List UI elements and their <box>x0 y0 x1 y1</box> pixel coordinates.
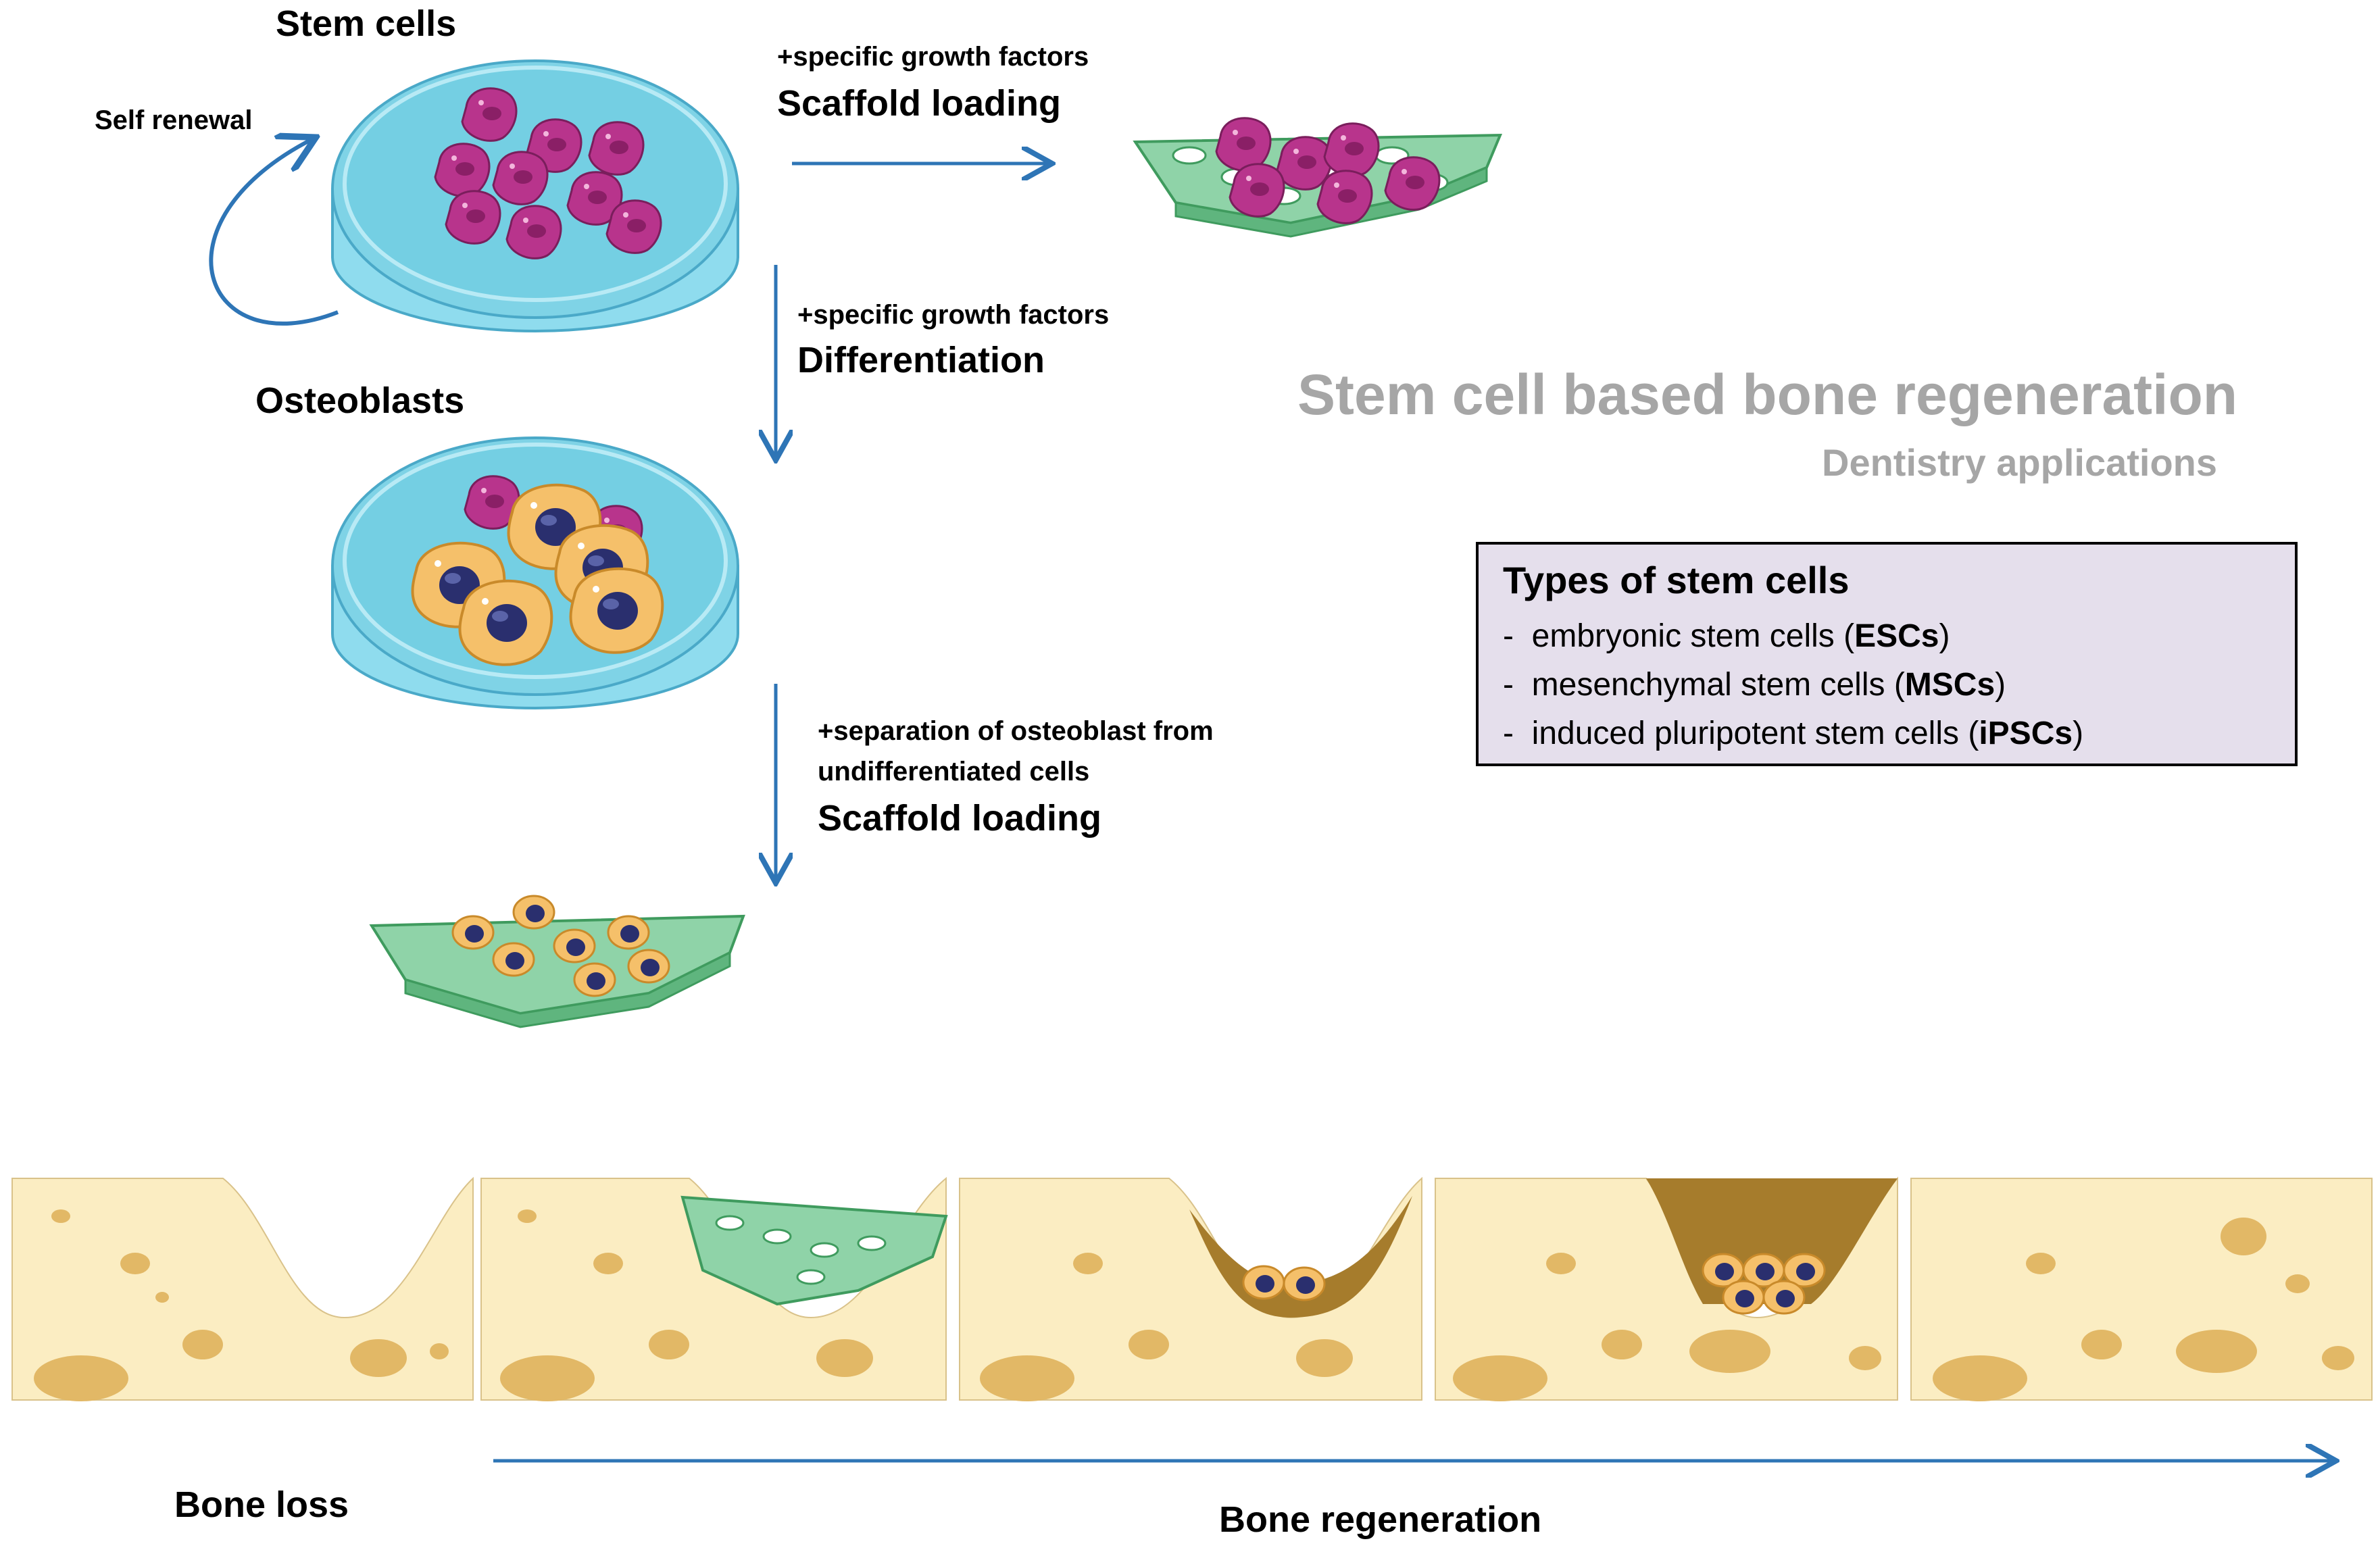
types-item-abbr: MSCs <box>1904 667 1995 703</box>
scaffold-loading-label-2: Scaffold loading <box>818 798 1102 838</box>
types-item-close: ) <box>1995 667 2006 703</box>
bone-panel-4 <box>1435 1176 1898 1401</box>
types-item-ipsc: - induced pluripotent stem cells (iPSCs) <box>1503 715 2083 752</box>
scaffold-loading-label-1: Scaffold loading <box>777 83 1062 124</box>
types-item-text: induced pluripotent stem cells ( <box>1531 716 1979 751</box>
growth-factors-label-2: +specific growth factors <box>797 300 1110 330</box>
stem-cells-label: Stem cells <box>276 3 457 44</box>
types-item-text: mesenchymal stem cells ( <box>1531 667 1905 703</box>
scaffold-osteoblasts <box>369 895 745 1028</box>
bone-loss-label: Bone loss <box>174 1484 349 1525</box>
types-item-close: ) <box>1939 618 1950 654</box>
differentiation-label: Differentiation <box>797 340 1045 380</box>
separation-label-line1: +separation of osteoblast from <box>818 716 1214 746</box>
types-item-msc: - mesenchymal stem cells (MSCs) <box>1503 666 2006 703</box>
types-item-dash: - <box>1503 667 1514 703</box>
diagram-title: Stem cell based bone regeneration <box>1297 363 2238 426</box>
types-item-close: ) <box>2073 716 2084 751</box>
separation-label-line2: undifferentiated cells <box>818 757 1090 786</box>
types-item-text: embryonic stem cells ( <box>1531 618 1855 654</box>
types-box-heading: Types of stem cells <box>1503 559 1850 601</box>
types-item-esc: - embryonic stem cells (ESCs) <box>1503 618 1950 655</box>
bone-panel-2 <box>480 1176 948 1401</box>
types-item-abbr: ESCs <box>1854 618 1939 654</box>
self-renewal-label: Self renewal <box>95 105 253 135</box>
growth-factors-label-1: +specific growth factors <box>777 42 1089 72</box>
self-renewal-arrow <box>209 139 339 326</box>
petri-dish-osteoblasts <box>331 436 739 709</box>
bone-regeneration-label: Bone regeneration <box>1219 1499 1542 1540</box>
bone-panel-1 <box>11 1176 474 1401</box>
osteoblasts-label: Osteoblasts <box>255 380 465 421</box>
types-item-dash: - <box>1503 716 1514 751</box>
bone-panel-3 <box>959 1176 1422 1401</box>
scaffold-stem-cells <box>1133 117 1503 238</box>
types-item-dash: - <box>1503 618 1514 654</box>
types-item-abbr: iPSCs <box>1979 716 2073 751</box>
bone-panel-5 <box>1910 1178 2373 1401</box>
stem-cell-types-box: Types of stem cells - embryonic stem cel… <box>1476 542 2298 766</box>
diagram-subtitle: Dentistry applications <box>1822 441 2218 484</box>
petri-dish-stem-cells <box>331 59 739 332</box>
